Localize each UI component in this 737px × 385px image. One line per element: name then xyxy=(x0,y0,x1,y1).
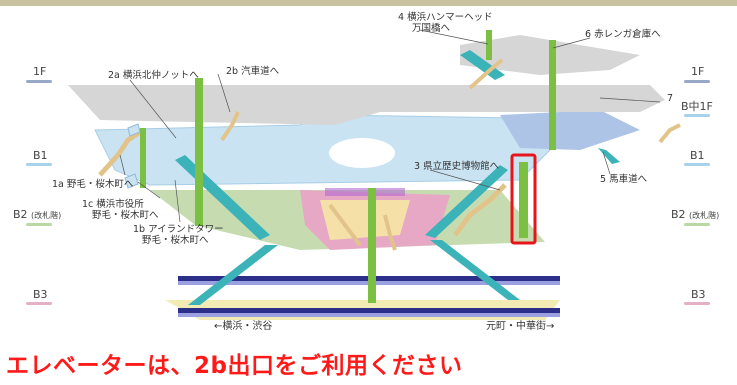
exit1c-marker xyxy=(124,173,139,189)
escalator-exit5 xyxy=(598,148,620,164)
exit6-label: 6 赤レンガ倉庫へ xyxy=(585,29,661,40)
exit1c-label-line1: 1c 横浜市役所 xyxy=(82,199,144,210)
stairs-exit7 xyxy=(658,123,681,144)
exit7-label: 7 xyxy=(667,93,674,104)
floor-underline-b3-right xyxy=(684,302,710,305)
floor-label-b1-right: B1 xyxy=(690,149,705,162)
leader-exit3 xyxy=(429,169,501,191)
stairs-b2-center-left xyxy=(328,203,362,247)
exit4-label-line2: 万国橋へ xyxy=(412,23,451,34)
b2-gate-line xyxy=(325,188,405,196)
b1-atrium-void xyxy=(329,138,395,168)
leader-exit6 xyxy=(552,37,591,49)
leader-exit5 xyxy=(602,151,611,175)
escalator-exit4 xyxy=(460,50,505,80)
top-band xyxy=(0,0,737,6)
escalator-b1-b2-right xyxy=(425,165,508,238)
exit1b-label-line1: 1b アイランドタワー xyxy=(133,224,224,235)
leader-exit1a xyxy=(119,154,126,176)
b3-track-lower xyxy=(178,308,560,313)
elevator-center-shaft xyxy=(368,188,376,303)
floor-b2-left-gate-note: (改札階) xyxy=(31,211,62,220)
exit3-label: 3 県立歴史博物館へ xyxy=(414,161,500,172)
exit1a-label: 1a 野毛・桜木町へ xyxy=(52,179,134,190)
exit2a-label: 2a 横浜北仲ノットへ xyxy=(108,70,199,81)
exit1a-marker xyxy=(127,123,141,137)
floor-b2-left-text: B2 xyxy=(13,208,28,221)
stairs-b2-center-right xyxy=(383,214,397,251)
leader-exit1c xyxy=(137,181,161,199)
f1-ground xyxy=(68,85,665,125)
elevator-notice: エレベーターは、2b出口をご利用ください xyxy=(6,353,463,379)
elevator-6-shaft xyxy=(549,40,556,150)
floor-underline-1f-left xyxy=(26,80,52,83)
elevator-2b-shaft xyxy=(195,78,203,226)
elevator-1c-shaft xyxy=(140,128,146,188)
exit1b-label-line2: 野毛・桜木町へ xyxy=(142,235,209,246)
floor-label-b1-left: B1 xyxy=(33,149,48,162)
floor-underline-b3-left xyxy=(26,302,52,305)
floor-label-1f-left: 1F xyxy=(33,65,47,78)
floor-underline-b1-left xyxy=(26,163,52,166)
floor-underline-b1-right xyxy=(684,163,710,166)
leader-exit2a xyxy=(129,79,177,139)
floor-b2-right-text: B2 xyxy=(671,208,686,221)
direction-left-label: ←横浜・渋谷 xyxy=(214,321,273,332)
floor-b2-right-gate-note: (改札階) xyxy=(689,211,720,220)
floor-underline-b2-right xyxy=(684,223,710,226)
leader-exit7 xyxy=(599,97,661,103)
floor-label-b3-left: B3 xyxy=(33,288,48,301)
stairs-exit2b xyxy=(220,111,240,142)
floor-label-1f-right: 1F xyxy=(691,65,705,78)
escalator-b2-b3-left xyxy=(188,245,278,305)
exit4-label-line1: 4 横浜ハンマーヘッド xyxy=(398,12,493,23)
elevator-4-shaft xyxy=(486,30,492,60)
floor-label-b2-right: B2 (改札階) xyxy=(671,209,719,222)
stairs-exit3 xyxy=(453,183,507,237)
stairs-exit1a xyxy=(98,129,142,177)
floor-underline-b2-left xyxy=(26,223,52,226)
leader-exit2b xyxy=(217,73,231,113)
floor-label-b-mid1f: B中1F xyxy=(681,100,713,113)
b3-track-lower-inner xyxy=(178,313,560,317)
elevator-highlight-box xyxy=(510,153,537,245)
b-mid1f-area xyxy=(500,110,640,150)
stairs-exit4 xyxy=(468,58,504,90)
direction-right-label: 元町・中華街→ xyxy=(486,321,555,332)
exit5-label: 5 馬車道へ xyxy=(600,174,648,185)
floor-label-b3-right: B3 xyxy=(691,288,706,301)
escalator-b2-b3-right xyxy=(430,240,520,300)
exit2b-label: 2b 汽車道へ xyxy=(226,66,280,77)
elevator-3-shaft xyxy=(519,162,528,238)
b2-ticket-area xyxy=(320,200,410,240)
floor-label-b2-left: B2 (改札階) xyxy=(13,209,61,222)
leader-exit1b xyxy=(174,179,181,223)
exit1c-label-line2: 野毛・桜木町へ xyxy=(92,210,159,221)
floor-underline-1f-right xyxy=(684,80,710,83)
leader-exit4 xyxy=(419,29,489,45)
floor-underline-b-mid1f xyxy=(684,114,710,117)
